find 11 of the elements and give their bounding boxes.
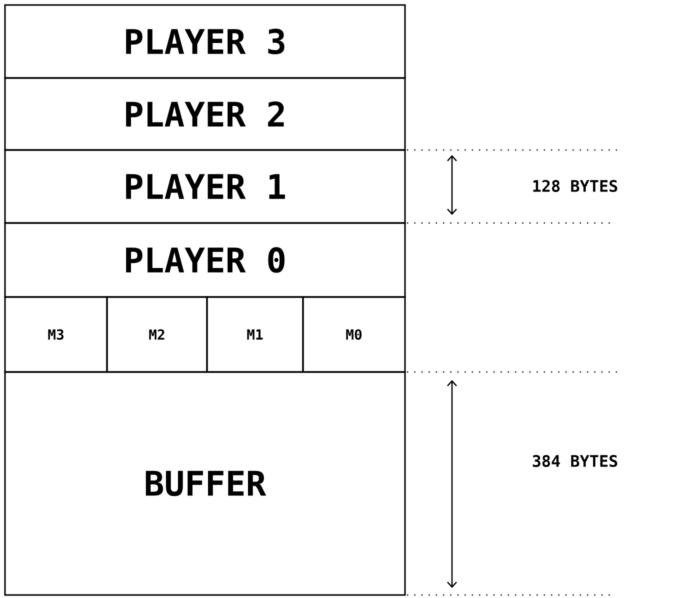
missile-block: M2 <box>106 296 208 373</box>
missile-block: M1 <box>206 296 304 373</box>
memory-block: PLAYER 1 <box>4 149 406 224</box>
memory-block: PLAYER 0 <box>4 222 406 298</box>
memory-block: PLAYER 3 <box>4 4 406 79</box>
dimension-label: 384 BYTES <box>532 454 618 467</box>
memory-block: PLAYER 2 <box>4 77 406 151</box>
missile-block: M3 <box>4 296 108 373</box>
dimension-label: 128 BYTES <box>533 180 618 192</box>
missile-block: M0 <box>302 296 406 373</box>
memory-block: BUFFER <box>4 371 406 596</box>
